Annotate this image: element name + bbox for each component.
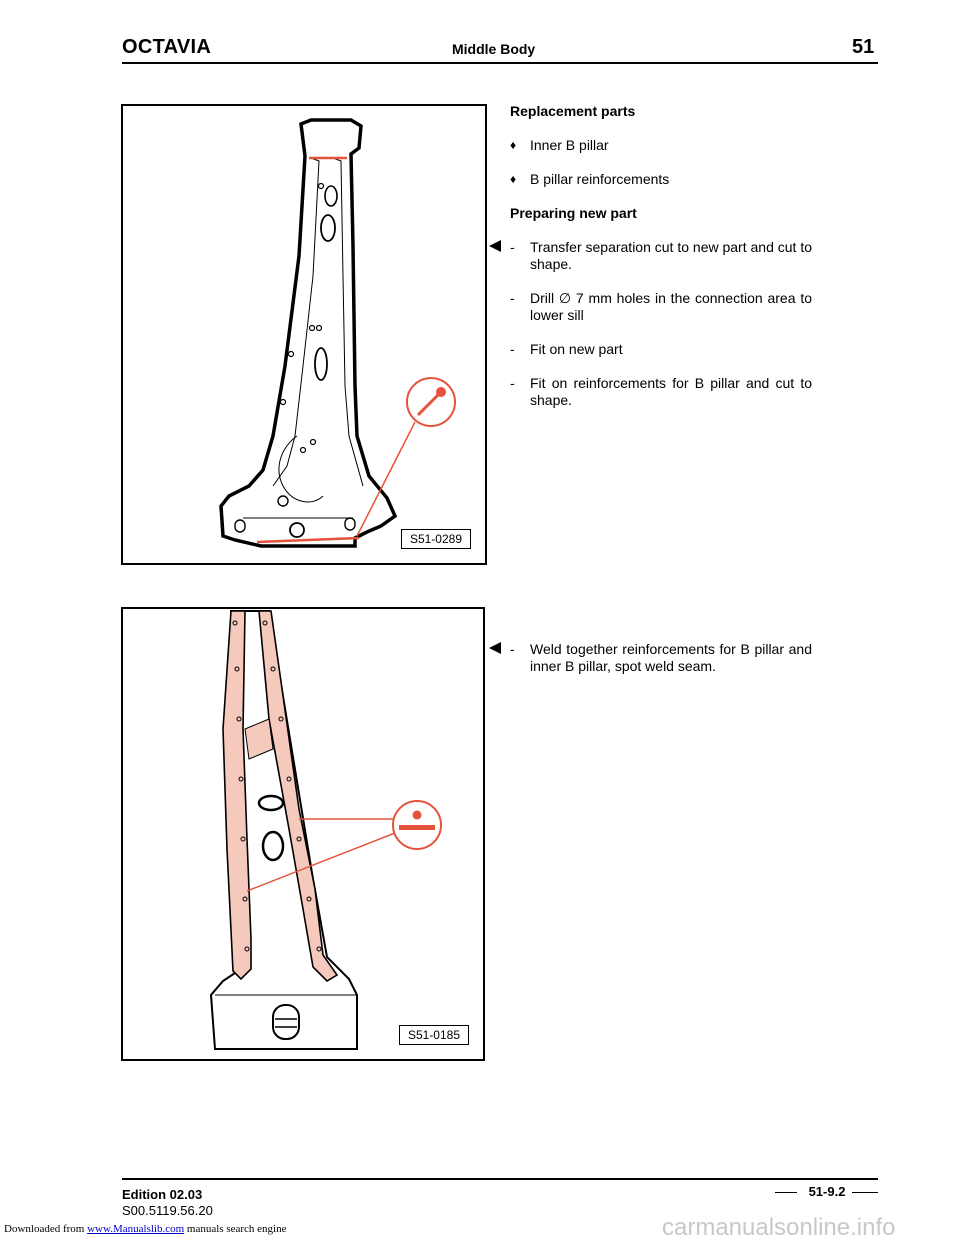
bullet-item: ♦ Inner B pillar xyxy=(510,137,812,154)
footer-pageref-line-right xyxy=(852,1192,878,1193)
step-text: Fit on new part xyxy=(530,341,623,357)
header-rule xyxy=(122,62,878,64)
footer-rule xyxy=(122,1178,878,1180)
step-text: Fit on reinforcements for B pillar and c… xyxy=(530,375,812,408)
header-section-title: Middle Body xyxy=(452,41,536,57)
manualslib-link[interactable]: www.Manualslib.com xyxy=(87,1223,185,1235)
heading-replacement-parts: Replacement parts xyxy=(510,103,636,119)
step-item: - Fit on reinforcements for B pillar and… xyxy=(510,375,812,409)
download-note-suffix: manuals search engine xyxy=(184,1223,287,1235)
left-arrow-icon xyxy=(489,642,501,654)
heading-preparing-new-part: Preparing new part xyxy=(510,205,637,221)
step-dash: - xyxy=(510,290,515,306)
bullet-text: B pillar reinforcements xyxy=(530,171,670,187)
header-brand: OCTAVIA xyxy=(122,36,212,58)
step-dash: - xyxy=(510,239,515,255)
step-dash: - xyxy=(510,641,515,657)
step-item: - Weld together reinforcements for B pil… xyxy=(489,641,812,675)
figure-reinforcement-weld: S51-0185 xyxy=(121,607,485,1061)
footer-document-id: S00.5119.56.20 xyxy=(122,1203,213,1218)
header-page-number: 51 xyxy=(852,36,875,58)
figure-label: S51-0185 xyxy=(398,1025,469,1045)
footer-page-reference: 51-9.2 xyxy=(808,1184,846,1199)
step-text: Weld together reinforcements for B pilla… xyxy=(530,641,812,674)
text-block-replacement: Replacement parts ♦ Inner B pillar ♦ B p… xyxy=(489,103,812,409)
text-block-weld: - Weld together reinforcements for B pil… xyxy=(489,641,812,675)
step-dash: - xyxy=(510,341,515,357)
step-text: Drill ∅ 7 mm holes in the connection are… xyxy=(530,290,812,323)
b-pillar-drawing xyxy=(219,118,456,548)
figure-label: S51-0289 xyxy=(400,529,471,549)
step-item: - Fit on new part xyxy=(510,341,812,358)
bullet-text: Inner B pillar xyxy=(530,137,609,153)
step-item: - Drill ∅ 7 mm holes in the connection a… xyxy=(510,290,812,324)
bullet-item: ♦ B pillar reinforcements xyxy=(510,171,812,188)
figure-b-pillar-separation: S51-0289 xyxy=(121,104,487,565)
b-pillar-reinforcement-drawing xyxy=(209,610,442,1050)
download-note-prefix: Downloaded from xyxy=(4,1223,88,1235)
watermark: carmanualsonline.info xyxy=(662,1214,896,1241)
step-dash: - xyxy=(510,375,515,391)
step-item: - Transfer separation cut to new part an… xyxy=(489,239,812,273)
download-note: Downloaded from www.Manualslib.com manua… xyxy=(4,1223,286,1235)
bullet-diamond-icon: ♦ xyxy=(510,172,517,186)
left-arrow-icon xyxy=(489,240,501,252)
footer-pageref-line-left xyxy=(775,1192,797,1193)
footer-edition: Edition 02.03 xyxy=(122,1187,203,1202)
step-text: Transfer separation cut to new part and … xyxy=(530,239,812,272)
bullet-diamond-icon: ♦ xyxy=(510,138,517,152)
